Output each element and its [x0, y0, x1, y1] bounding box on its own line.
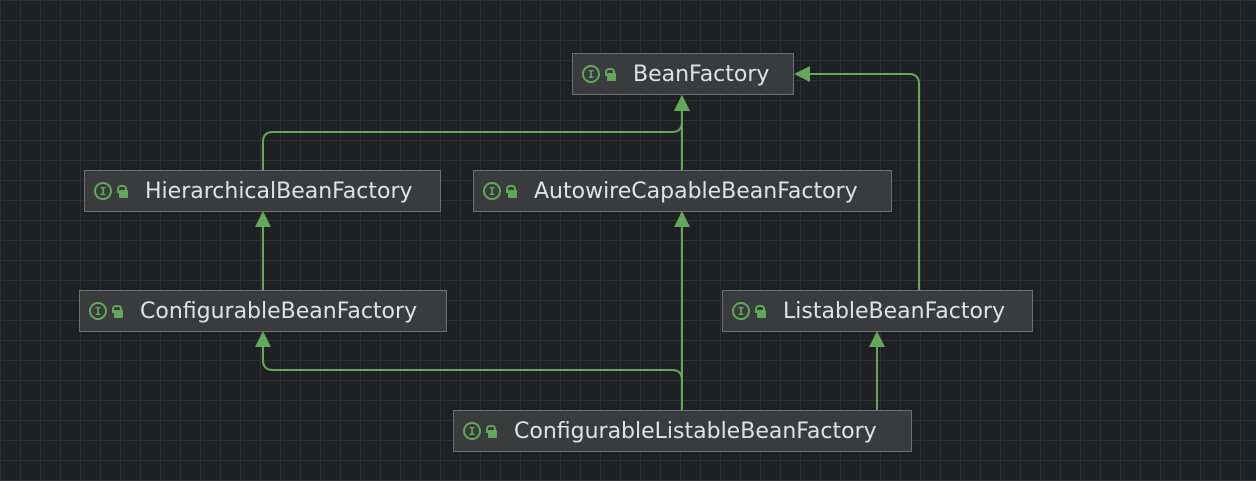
node-label: HierarchicalBeanFactory: [145, 178, 413, 204]
node-label: ListableBeanFactory: [783, 298, 1005, 324]
interface-icon: I: [732, 302, 750, 320]
interface-icon: I: [89, 302, 107, 320]
interface-icon: I: [483, 182, 501, 200]
node-listable-bean-factory[interactable]: I ListableBeanFactory: [722, 290, 1033, 332]
public-lock-icon: [486, 423, 498, 439]
interface-icon: I: [94, 182, 112, 200]
edge-configurablelistable-to-configurable: [255, 331, 683, 410]
node-autowire-capable-bean-factory[interactable]: I AutowireCapableBeanFactory: [473, 170, 892, 212]
public-lock-icon: [112, 303, 124, 319]
public-lock-icon: [755, 303, 767, 319]
node-label: ConfigurableBeanFactory: [140, 298, 418, 324]
interface-icon: I: [463, 422, 481, 440]
interface-icon: I: [582, 65, 600, 83]
public-lock-icon: [506, 183, 518, 199]
public-lock-icon: [605, 66, 617, 82]
edge-hierarchical-to-beanfactory: [262, 95, 690, 170]
node-label: AutowireCapableBeanFactory: [534, 178, 858, 204]
node-label: ConfigurableListableBeanFactory: [514, 418, 877, 444]
node-bean-factory[interactable]: I BeanFactory: [572, 53, 794, 95]
node-configurable-bean-factory[interactable]: I ConfigurableBeanFactory: [79, 290, 447, 332]
node-hierarchical-bean-factory[interactable]: I HierarchicalBeanFactory: [84, 170, 441, 212]
node-configurable-listable-bean-factory[interactable]: I ConfigurableListableBeanFactory: [453, 410, 912, 452]
node-label: BeanFactory: [633, 61, 770, 87]
edge-listable-to-beanfactory: [794, 66, 920, 290]
public-lock-icon: [117, 183, 129, 199]
